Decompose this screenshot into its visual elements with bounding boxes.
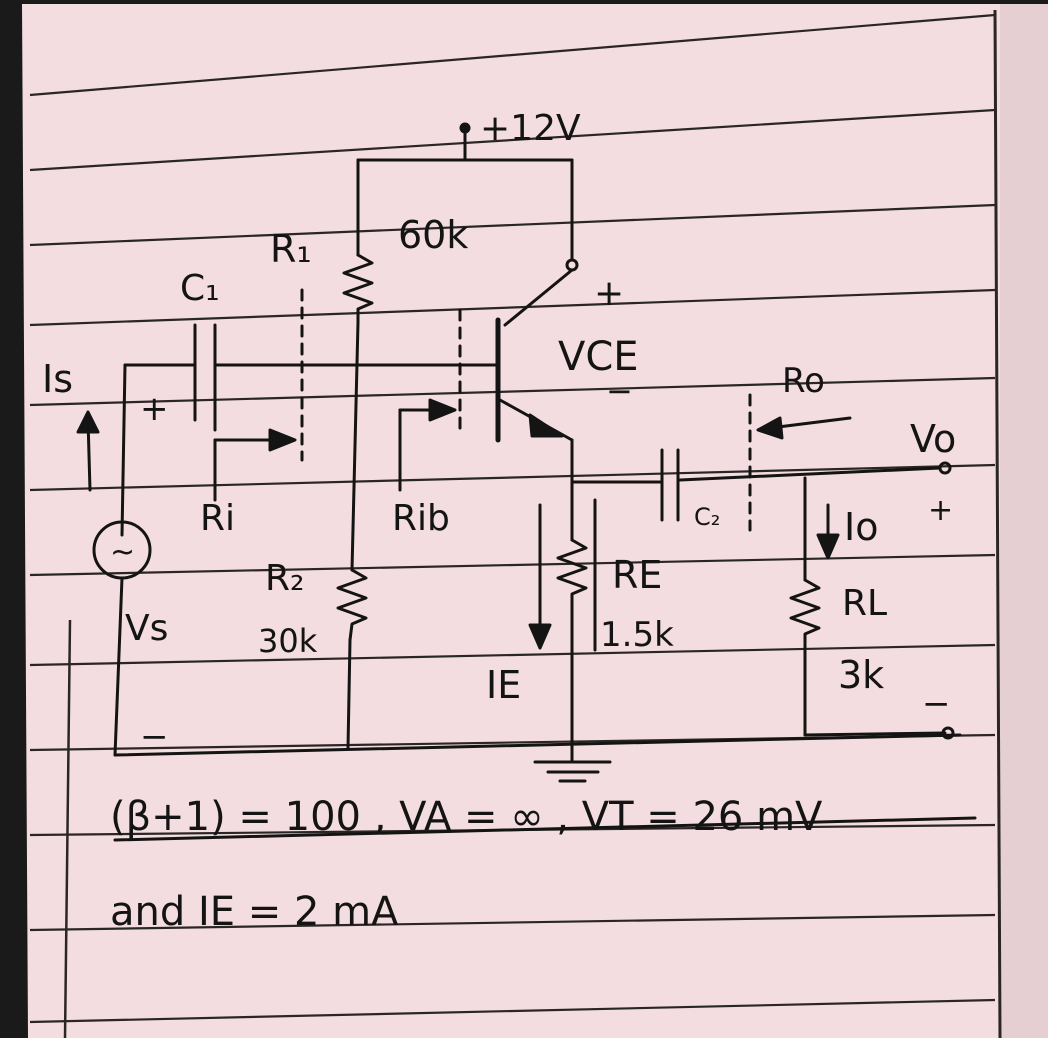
source-minus: − — [140, 717, 169, 757]
c1-name: C₁ — [180, 268, 220, 309]
r1-name: R₁ — [270, 227, 312, 271]
is-label: Is — [42, 357, 73, 401]
paper-sheet — [22, 4, 1048, 1038]
ro-label: Ro — [782, 361, 825, 401]
rib-label: Rib — [392, 498, 450, 539]
paper-right-shadow — [1000, 4, 1048, 1038]
circuit-wires — [76, 122, 977, 842]
vo-label: Vo — [910, 417, 956, 461]
io-label: Io — [844, 505, 878, 549]
supply-label: +12V — [480, 108, 581, 149]
ie-label: IE — [486, 663, 521, 707]
r2-name: R₂ — [265, 558, 304, 599]
r2-resistor — [336, 568, 368, 642]
vce-minus: − — [606, 372, 633, 410]
rl-name: RL — [842, 583, 887, 624]
re-name: RE — [612, 553, 662, 597]
re-resistor — [556, 538, 588, 622]
source-plus: + — [140, 389, 169, 429]
ri-label: Ri — [200, 498, 235, 539]
margin-line-left — [63, 619, 72, 1038]
margin-line-right — [993, 9, 1002, 1038]
note-line-2: and IE = 2 mA — [110, 889, 399, 935]
re-value: 1.5k — [600, 615, 674, 655]
r2-value: 30k — [258, 622, 318, 660]
rl-value: 3k — [838, 653, 884, 697]
output-minus: − — [922, 684, 951, 724]
r1-resistor — [342, 253, 374, 324]
c2-name: C₂ — [694, 503, 720, 531]
r1-value: 60k — [398, 213, 468, 257]
rl-resistor — [789, 578, 821, 652]
vce-plus: + — [594, 273, 624, 314]
output-plus: + — [928, 493, 953, 528]
vce-label: VCE — [558, 334, 639, 380]
source-symbol: ~ — [110, 535, 135, 570]
vs-label: Vs — [125, 608, 168, 649]
note-line-1: (β+1) = 100 , VA = ∞ , VT = 26 mV — [110, 794, 823, 840]
circuit-labels: +12V R₁ 60k C₁ Is + ~ Vs − Ri Rib R₂ 30k… — [42, 108, 956, 935]
